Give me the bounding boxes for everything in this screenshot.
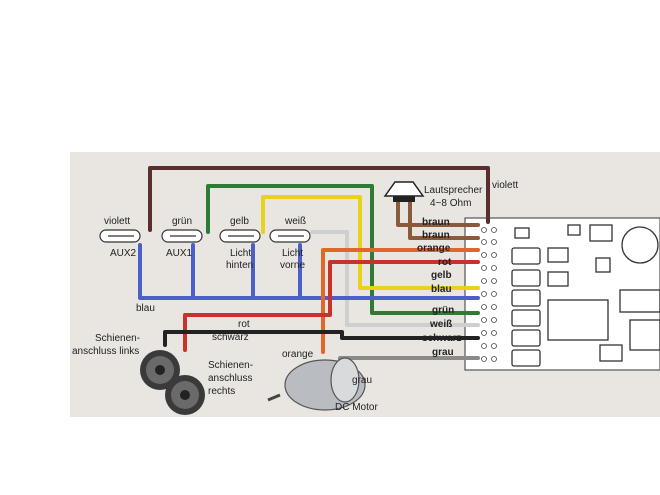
- rail-right-label-2: anschluss: [208, 373, 252, 384]
- wire-rot: [183, 260, 480, 352]
- pin-label-gelb: gelb: [431, 270, 452, 281]
- rail-wheel-right-icon: [165, 375, 205, 415]
- wire-orange: [321, 248, 480, 354]
- pin-label-braun-1: braun: [422, 217, 450, 228]
- rail-left-label-2: anschluss links: [72, 346, 139, 357]
- pin-label-orange: orange: [417, 243, 451, 254]
- lamp-vorne-color: weiß: [284, 216, 306, 227]
- pin-label-grau: grau: [432, 347, 454, 358]
- lamp-aux2-icon: [99, 229, 141, 243]
- speaker-label-2: 4~8 Ohm: [430, 198, 471, 209]
- wire-blau: [138, 243, 480, 300]
- lamp-vorne-name2: vorne: [280, 260, 305, 271]
- lamp-hinten-name: Licht: [230, 248, 251, 259]
- rail-wheel-left-icon: [140, 350, 180, 390]
- lamp-aux2-name: AUX2: [110, 248, 137, 259]
- decoder-board: [464, 217, 660, 371]
- wire-gelb: [261, 195, 480, 290]
- pin-labels: braun braun orange rot gelb blau grün we…: [417, 217, 461, 358]
- lamp-vorne-name: Licht: [282, 248, 303, 259]
- lamp-hinten-icon: [219, 229, 261, 243]
- wire-gruen: [206, 184, 480, 315]
- speaker-icon: [383, 181, 425, 202]
- motor-label: DC Motor: [335, 402, 378, 413]
- wire-label-schwarz: schwarz: [212, 332, 249, 343]
- lamp-aux1-name: AUX1: [166, 248, 193, 259]
- pin-label-blau: blau: [431, 284, 452, 295]
- board-components: [511, 224, 660, 367]
- pin-label-weiss: weiß: [429, 319, 452, 330]
- lamp-aux1-color: grün: [172, 216, 192, 227]
- dc-motor-icon: [267, 357, 366, 411]
- lamps: [99, 229, 311, 243]
- lamp-aux2-color: violett: [104, 216, 130, 227]
- wire-schwarz: [163, 330, 480, 347]
- wire-violett: [148, 166, 490, 232]
- pin-holes: [481, 227, 497, 362]
- wire-label-rot: rot: [238, 319, 250, 330]
- pin-label-braun-2: braun: [422, 230, 450, 241]
- wire-label-grau: grau: [352, 375, 372, 386]
- pin-label-rot: rot: [438, 257, 452, 268]
- lamp-aux1-icon: [161, 229, 203, 243]
- wire-braun-1: [396, 198, 480, 227]
- pin-label-gruen: grün: [432, 305, 454, 316]
- lamp-hinten-name2: hinten: [226, 260, 253, 271]
- top-violett-label: violett: [492, 180, 518, 191]
- wire-label-orange: orange: [282, 349, 314, 360]
- rail-right-label-1: Schienen-: [208, 360, 253, 371]
- speaker-label-1: Lautsprecher: [424, 185, 483, 196]
- wire-weiss: [310, 230, 480, 327]
- lamp-vorne-icon: [269, 229, 311, 243]
- rail-right-label-3: rechts: [208, 386, 235, 397]
- wire-braun-2: [408, 198, 480, 240]
- lamp-hinten-color: gelb: [230, 216, 249, 227]
- wires: [138, 166, 490, 384]
- pin-label-schwarz: schwarz: [422, 333, 461, 344]
- rail-left-label-1: Schienen-: [95, 333, 140, 344]
- wire-label-blau: blau: [136, 303, 155, 314]
